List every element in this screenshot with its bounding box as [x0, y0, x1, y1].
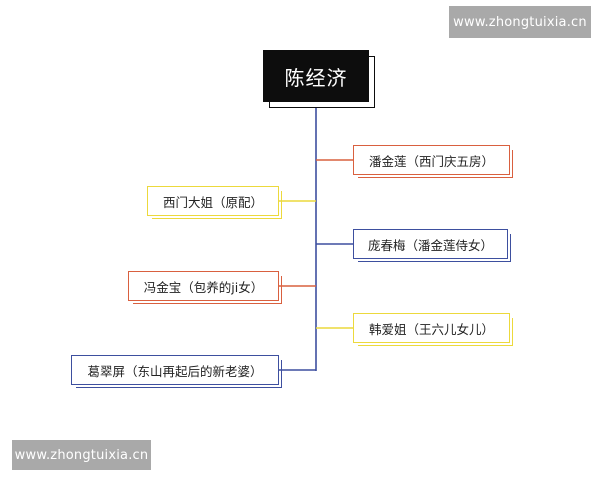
- watermark-top: www.zhongtuixia.cn: [449, 6, 591, 38]
- node-ximen-dajie: 西门大姐（原配）: [147, 186, 282, 219]
- node-pang-chunmei: 庞春梅（潘金莲侍女）: [353, 229, 511, 262]
- node-pan-jinlian: 潘金莲（西门庆五房）: [353, 145, 513, 178]
- watermark-bottom: www.zhongtuixia.cn: [12, 440, 151, 470]
- root-node: 陈经济: [263, 50, 369, 102]
- node-feng-jinbao: 冯金宝（包养的ji女）: [128, 271, 282, 304]
- node-ge-cuiping: 葛翠屏（东山再起后的新老婆）: [71, 355, 282, 388]
- node-han-aijie: 韩爱姐（王六儿女儿）: [353, 313, 513, 346]
